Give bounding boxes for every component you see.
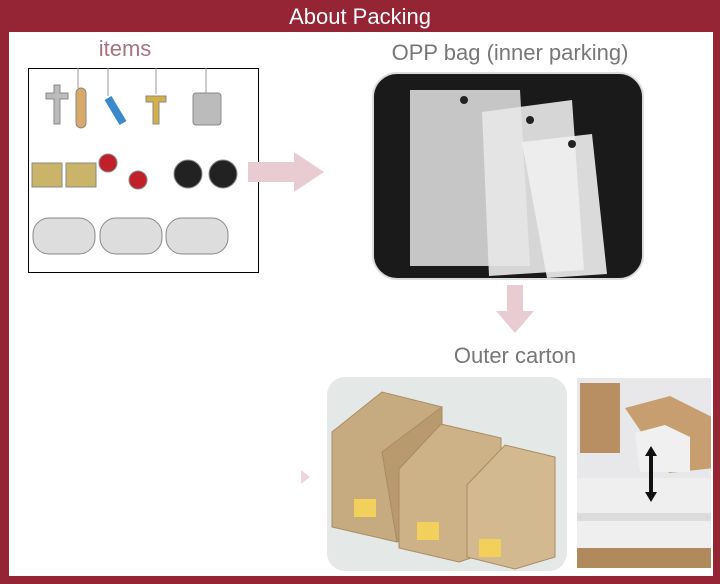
outer-carton-image [327, 377, 567, 571]
items-label: items [98, 36, 152, 61]
jewelry-items-image [28, 68, 259, 273]
bubble-wrap-image [577, 378, 711, 568]
arrow-down-icon [496, 285, 534, 333]
page-title: About Packing [289, 4, 431, 29]
opp-bag-image [372, 72, 644, 280]
small-arrow-icon [301, 470, 310, 484]
opp-bag-label: OPP bag (inner parking) [391, 40, 629, 65]
arrow-right-icon [248, 152, 324, 192]
outer-carton-label: Outer carton [453, 343, 577, 368]
double-arrow-icon [645, 446, 657, 502]
